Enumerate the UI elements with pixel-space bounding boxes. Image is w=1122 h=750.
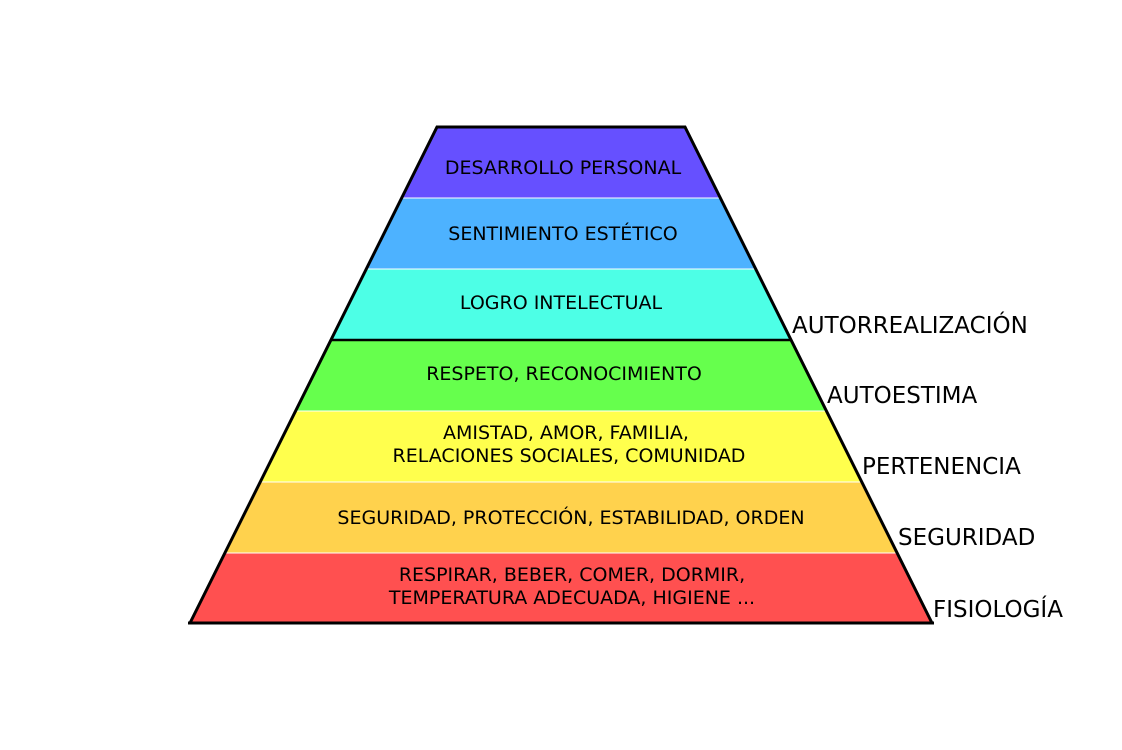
tier-logro-intelectual [331,269,791,340]
tier-desarrollo-personal [402,127,720,198]
tier-label-desarrollo-personal: DESARROLLO PERSONAL [445,157,682,179]
tier-label-logro-intelectual: LOGRO INTELECTUAL [460,292,663,314]
tier-amistad-amor [260,411,862,482]
tier-label-respeto-reconocimiento: RESPETO, RECONOCIMIENTO [426,363,702,385]
tier-respeto-reconocimiento [296,340,826,411]
tier-label-seguridad: SEGURIDAD, PROTECCIÓN, ESTABILIDAD, ORDE… [337,505,804,529]
tier-seguridad [225,482,897,553]
tier-label-sentimiento-estetico: SENTIMIENTO ESTÉTICO [448,222,677,245]
category-label-seguridad: SEGURIDAD [898,525,1035,551]
tier-label-fisiologia-line2: TEMPERATURA ADECUADA, HIGIENE ... [388,587,755,609]
category-label-autorrealizacion: AUTORREALIZACIÓN [792,311,1028,339]
category-label-pertenencia: PERTENENCIA [862,454,1021,480]
category-label-autoestima: AUTOESTIMA [827,383,978,409]
tier-sentimiento-estetico [367,198,755,269]
tier-label-fisiologia-line1: RESPIRAR, BEBER, COMER, DORMIR, [399,564,745,586]
pyramid-outline [188,125,934,624]
tier-fisiologia [190,553,932,623]
category-label-fisiologia: FISIOLOGÍA [933,595,1063,623]
tier-label-amistad-line1: AMISTAD, AMOR, FAMILIA, [443,422,689,444]
tier-label-amistad-line2: RELACIONES SOCIALES, COMUNIDAD [393,445,746,467]
